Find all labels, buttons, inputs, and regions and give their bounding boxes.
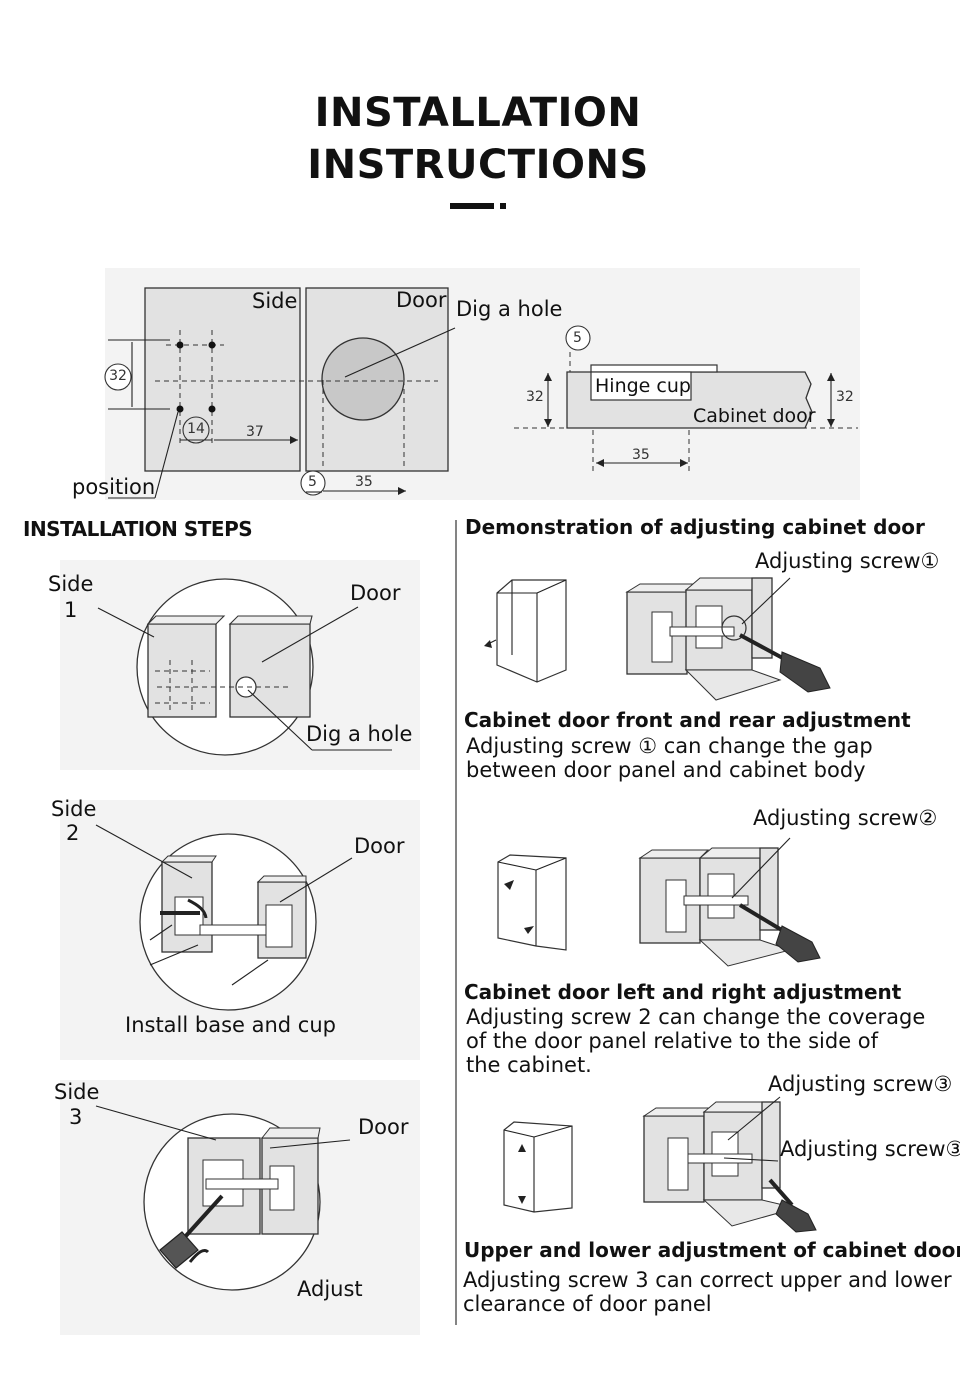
step1-side-label: Side: [48, 572, 94, 596]
adjusting-screw-3-label-side: Adjusting screw③: [780, 1137, 960, 1161]
title-underline: [450, 203, 494, 209]
dim-5-bottom: 5: [308, 474, 317, 490]
step2-number: 2: [66, 821, 80, 845]
step2-caption: Install base and cup: [125, 1013, 336, 1037]
dim-35-right: 35: [632, 447, 650, 463]
dim-14: 14: [187, 421, 205, 437]
adjusting-screw-1-label: Adjusting screw①: [755, 549, 940, 573]
dim-32-left: 32: [109, 368, 127, 384]
adjustment-2-line-2: of the door panel relative to the side o…: [466, 1029, 879, 1053]
adjustment-1-line-1: Adjusting screw ① can change the gap: [466, 734, 873, 758]
step1-number: 1: [64, 598, 78, 622]
dim-32-right-2: 32: [836, 389, 854, 405]
position-dot: [208, 341, 216, 349]
door-label: Door: [396, 288, 447, 312]
title-underline-dot: [500, 203, 506, 209]
step3-side-label: Side: [54, 1080, 100, 1104]
adjustment-3-line-2: clearance of door panel: [463, 1292, 712, 1316]
dim-37: 37: [246, 424, 264, 440]
page-title-line-2: INSTRUCTIONS: [307, 142, 649, 188]
step3-door-label: Door: [358, 1115, 409, 1139]
hinge-cup-box: [590, 371, 692, 401]
adjustment-1-title: Cabinet door front and rear adjustment: [464, 708, 911, 732]
position-label: position: [72, 475, 156, 499]
adjustment-2-line-1: Adjusting screw 2 can change the coverag…: [466, 1005, 926, 1029]
step2-side-label: Side: [51, 797, 97, 821]
side-panel: [144, 287, 301, 472]
page-title-line-1: INSTALLATION: [314, 90, 642, 136]
side-label: Side: [252, 289, 298, 313]
position-dot: [176, 341, 184, 349]
dim-5-right: 5: [573, 330, 582, 346]
cabinet-door-label: Cabinet door: [693, 405, 816, 427]
step2-door-label: Door: [354, 834, 405, 858]
hole-circle: [321, 337, 405, 421]
adjustment-3-line-1: Adjusting screw 3 can correct upper and …: [463, 1268, 952, 1292]
installation-steps-heading: INSTALLATION STEPS: [23, 517, 253, 541]
step3-caption: Adjust: [297, 1277, 363, 1301]
step3-number: 3: [69, 1105, 83, 1129]
position-dot: [208, 405, 216, 413]
hinge-cup-label: Hinge cup: [595, 375, 691, 397]
dim-32-right-1: 32: [526, 389, 544, 405]
step1-door-label: Door: [350, 581, 401, 605]
adjustment-1-line-2: between door panel and cabinet body: [466, 758, 866, 782]
position-dot: [176, 405, 184, 413]
dim-35-bottom: 35: [355, 474, 373, 490]
adjusting-screw-3-label-top: Adjusting screw③: [768, 1072, 953, 1096]
demo-heading: Demonstration of adjusting cabinet door: [465, 515, 925, 539]
adjustment-2-title: Cabinet door left and right adjustment: [464, 980, 902, 1004]
step1-caption: Dig a hole: [306, 722, 413, 746]
dig-hole-label: Dig a hole: [456, 297, 563, 321]
adjusting-screw-2-label: Adjusting screw②: [753, 806, 938, 830]
adjustment-2-line-3: the cabinet.: [466, 1053, 592, 1077]
adjustment-3-title: Upper and lower adjustment of cabinet do…: [464, 1238, 960, 1262]
